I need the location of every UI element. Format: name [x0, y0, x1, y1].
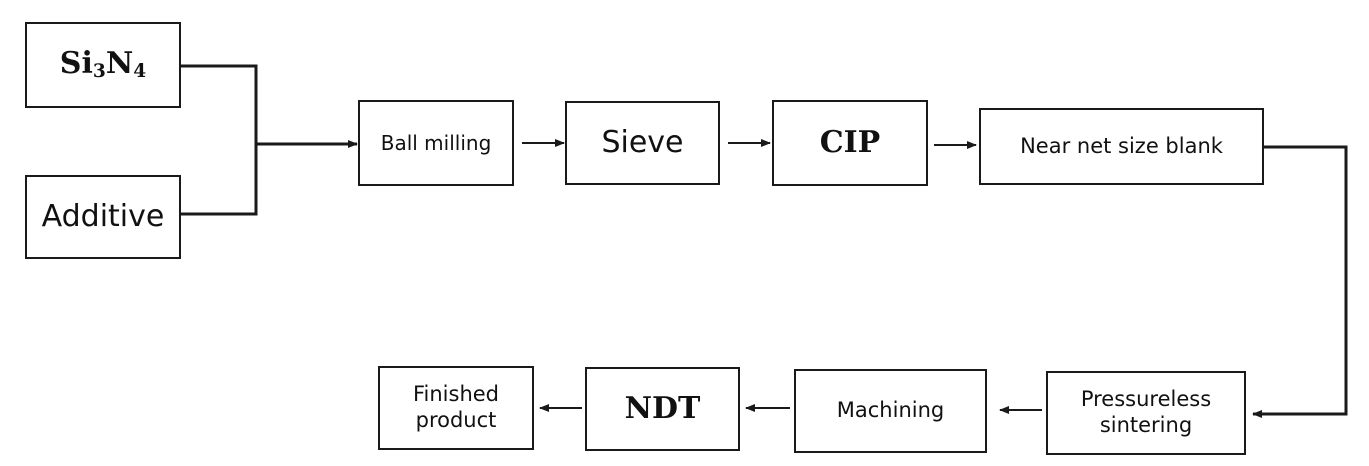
node-machining: Machining: [794, 369, 987, 453]
node-ndt-label: NDT: [624, 390, 701, 426]
node-sieve: Sieve: [565, 101, 720, 185]
node-cip-label: CIP: [819, 124, 881, 160]
node-finished-product: Finished product: [378, 366, 534, 450]
si3n4-subscript-4: 4: [133, 61, 147, 83]
si3n4-subscript-3: 3: [92, 61, 106, 83]
node-ndt: NDT: [585, 367, 740, 451]
node-si3n4: Si3N4: [25, 22, 181, 108]
node-sieve-label: Sieve: [601, 124, 684, 160]
node-cip: CIP: [772, 100, 928, 186]
node-near-net-size-blank-label: Near net size blank: [1020, 133, 1223, 158]
node-pressureless-sintering-label: Pressureless sintering: [1080, 387, 1212, 437]
si3n4-n-text: N: [105, 46, 134, 82]
node-near-net-size-blank: Near net size blank: [979, 108, 1264, 185]
node-additive-label: Additive: [41, 198, 165, 234]
si3n4-si-text: Si: [59, 46, 93, 82]
connector-si3n4-merge: [181, 64, 258, 144]
node-finished-product-label: Finished product: [412, 382, 500, 432]
node-additive: Additive: [25, 175, 181, 259]
node-ball-milling: Ball milling: [358, 100, 514, 186]
node-machining-label: Machining: [836, 398, 945, 423]
arrow-near-net-to-pressureless: [1252, 145, 1348, 418]
node-pressureless-sintering: Pressureless sintering: [1046, 371, 1246, 455]
node-si3n4-label: Si3N4: [60, 46, 146, 84]
node-ball-milling-label: Ball milling: [380, 130, 492, 155]
connector-additive-merge: [181, 144, 258, 216]
